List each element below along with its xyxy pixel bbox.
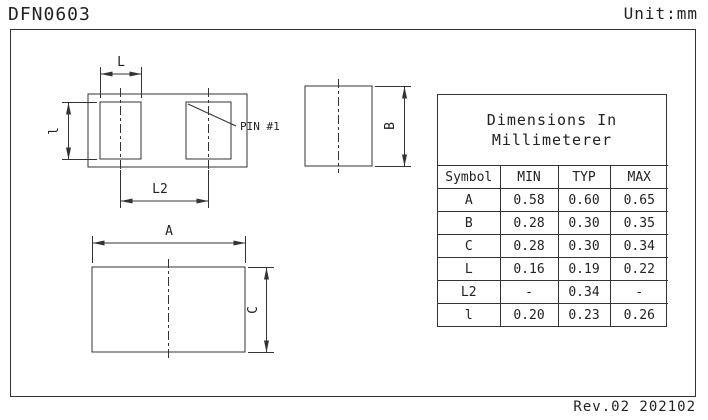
cell-max: 0.26 xyxy=(609,303,668,326)
pin1-label: PIN #1 xyxy=(240,120,280,133)
cell-symbol: l xyxy=(438,303,501,326)
pin1-leader-line xyxy=(187,103,237,127)
table-row: B 0.28 0.30 0.35 xyxy=(438,211,668,235)
cell-symbol: C xyxy=(438,234,501,258)
unit-label: Unit:mm xyxy=(623,4,698,23)
dimensions-table: Dimensions In Millimeterer Symbol MIN TY… xyxy=(437,94,668,327)
table-row: L 0.16 0.19 0.22 xyxy=(438,257,668,281)
revision-label: Rev.02 202102 xyxy=(573,399,696,415)
side-view xyxy=(304,79,411,173)
cell-max: 0.35 xyxy=(609,211,668,235)
dim-label-L: L xyxy=(117,55,125,70)
bottom-view xyxy=(91,236,274,360)
cell-symbol: A xyxy=(438,188,501,212)
table-title-line1: Dimensions In xyxy=(486,111,618,129)
col-header-typ: TYP xyxy=(557,165,611,189)
cell-symbol: L xyxy=(438,257,501,281)
table-title-line2: Millimeterer xyxy=(491,131,613,149)
top-view-outline xyxy=(87,93,248,168)
col-header-max: MAX xyxy=(609,165,668,189)
dim-label-C: C xyxy=(246,306,261,314)
col-header-min: MIN xyxy=(499,165,559,189)
cell-max: 0.34 xyxy=(609,234,668,258)
col-header-symbol: Symbol xyxy=(438,165,501,189)
cell-symbol: B xyxy=(438,211,501,235)
top-view xyxy=(62,67,248,208)
table-row: L2 - 0.34 - xyxy=(438,280,668,304)
cell-min: 0.20 xyxy=(499,303,559,326)
cell-typ: 0.34 xyxy=(557,280,611,304)
dim-label-l: l xyxy=(47,127,62,135)
cell-min: 0.28 xyxy=(499,211,559,235)
dim-label-B: B xyxy=(383,122,398,130)
cell-typ: 0.30 xyxy=(557,234,611,258)
cell-min: 0.28 xyxy=(499,234,559,258)
dim-label-A: A xyxy=(165,224,173,239)
table-title: Dimensions In Millimeterer xyxy=(438,95,666,165)
cell-typ: 0.30 xyxy=(557,211,611,235)
cell-max: 0.65 xyxy=(609,188,668,212)
table-row: A 0.58 0.60 0.65 xyxy=(438,188,668,212)
dim-label-L2: L2 xyxy=(152,182,168,197)
dimensions-grid: Symbol MIN TYP MAX A 0.58 0.60 0.65 B 0.… xyxy=(438,165,668,326)
cell-typ: 0.23 xyxy=(557,303,611,326)
page-title: DFN0603 xyxy=(8,4,91,25)
cell-symbol: L2 xyxy=(438,280,501,304)
cell-max: - xyxy=(609,280,668,304)
cell-typ: 0.60 xyxy=(557,188,611,212)
table-row: l 0.20 0.23 0.26 xyxy=(438,303,668,326)
cell-min: 0.58 xyxy=(499,188,559,212)
cell-min: - xyxy=(499,280,559,304)
drawing-frame xyxy=(10,29,696,397)
cell-max: 0.22 xyxy=(609,257,668,281)
cell-min: 0.16 xyxy=(499,257,559,281)
cell-typ: 0.19 xyxy=(557,257,611,281)
table-row: C 0.28 0.30 0.34 xyxy=(438,234,668,258)
table-header-row: Symbol MIN TYP MAX xyxy=(438,165,668,189)
